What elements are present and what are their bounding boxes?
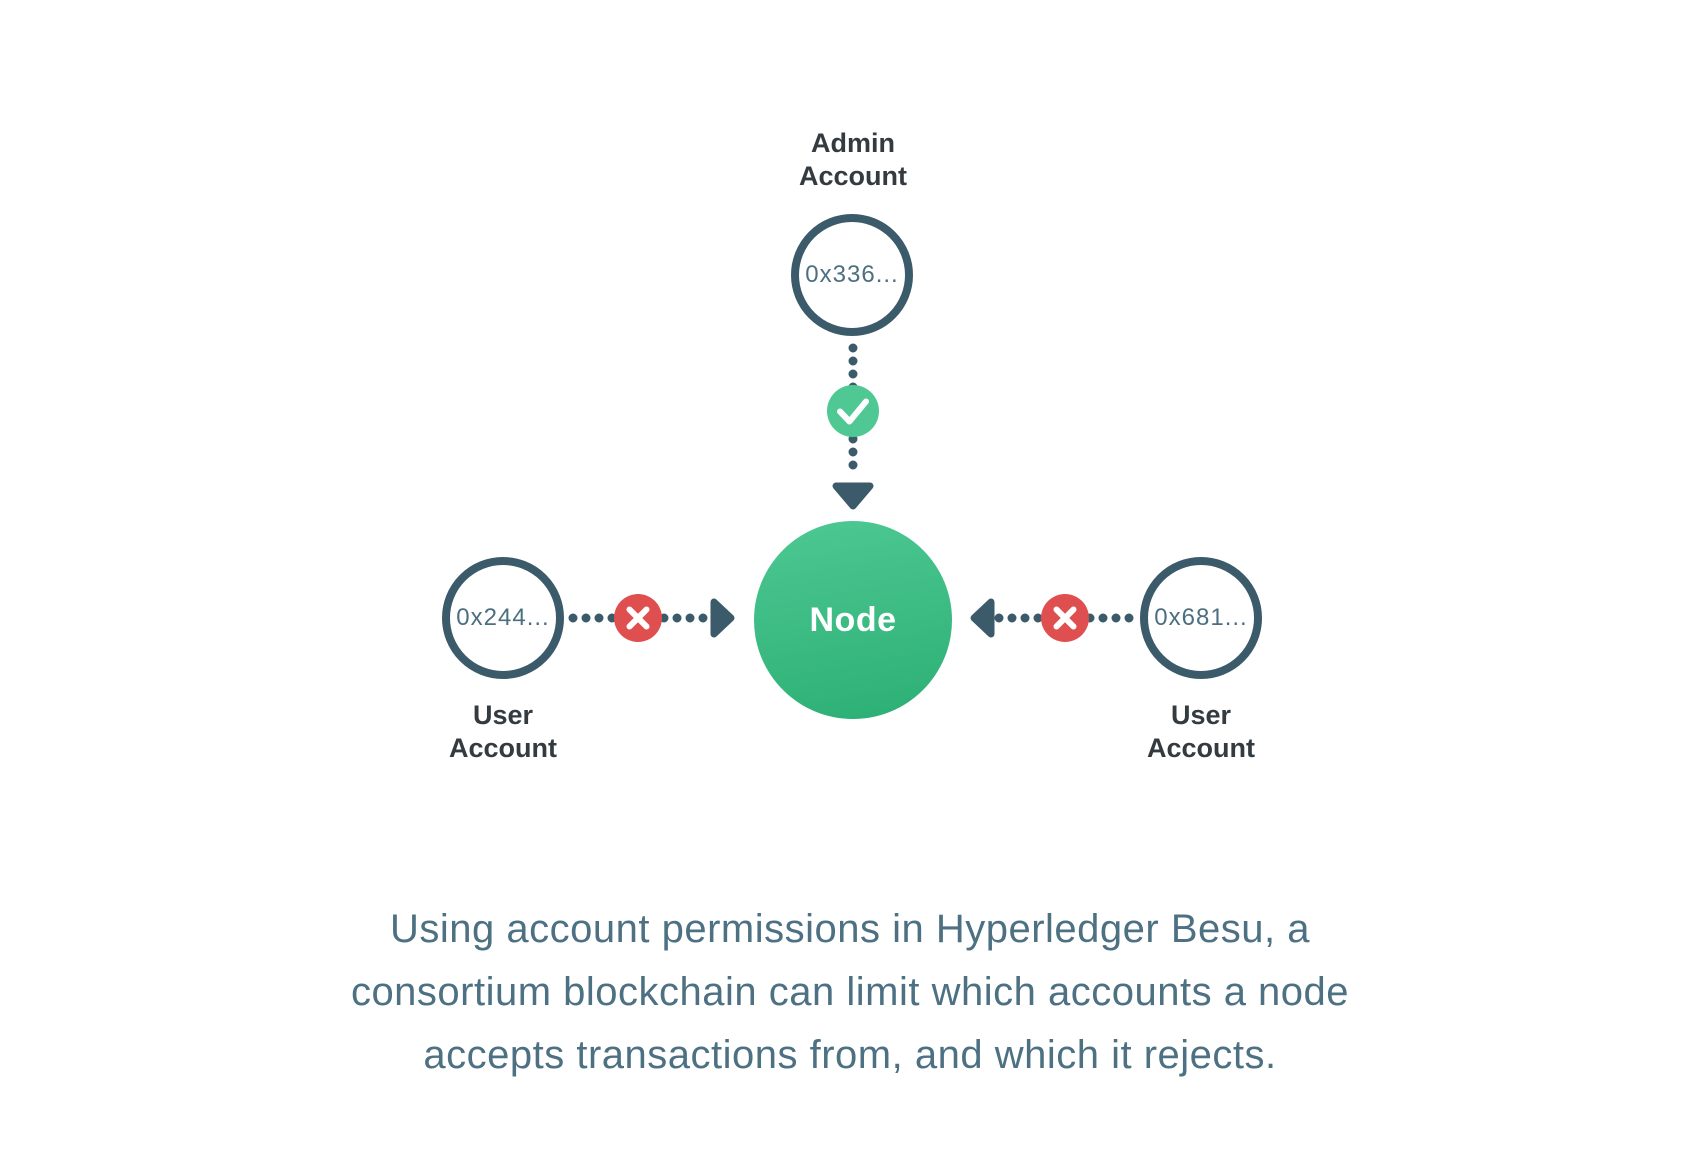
admin-account-address: 0x336... bbox=[805, 261, 899, 288]
caption-line3: accepts transactions from, and which it … bbox=[423, 1033, 1277, 1077]
caption-line1: Using account permissions in Hyperledger… bbox=[390, 907, 1310, 951]
user-account-right-label: User Account bbox=[1101, 699, 1301, 765]
user-account-left-address: 0x244... bbox=[456, 604, 550, 631]
check-icon bbox=[827, 385, 879, 437]
admin-account-circle: 0x336... bbox=[791, 214, 913, 336]
user-account-left-circle: 0x244... bbox=[442, 557, 564, 679]
user-account-left-label-line1: User bbox=[472, 700, 534, 730]
right-user-to-node-connector bbox=[970, 594, 1137, 642]
node-circle: Node bbox=[754, 521, 952, 719]
user-account-left-label: User Account bbox=[403, 699, 603, 765]
admin-to-node-connector bbox=[827, 343, 879, 510]
admin-account-label-line2: Account bbox=[799, 161, 907, 191]
caption-line2: consortium blockchain can limit which ac… bbox=[350, 970, 1350, 1014]
caption: Using account permissions in Hyperledger… bbox=[0, 898, 1700, 1087]
node-label: Node bbox=[809, 600, 897, 639]
arrowhead-left-icon bbox=[970, 598, 995, 638]
left-user-to-node-connector bbox=[568, 594, 735, 642]
user-account-right-address: 0x681... bbox=[1154, 604, 1248, 631]
admin-account-label-line1: Admin bbox=[811, 128, 895, 158]
admin-account-label: Admin Account bbox=[753, 127, 953, 193]
arrowhead-right-icon bbox=[710, 598, 735, 638]
user-account-right-label-line2: Account bbox=[1147, 733, 1255, 763]
user-account-right-label-line1: User bbox=[1170, 700, 1232, 730]
x-icon bbox=[614, 594, 662, 642]
x-icon bbox=[1041, 594, 1089, 642]
user-account-left-label-line2: Account bbox=[449, 733, 557, 763]
user-account-right-circle: 0x681... bbox=[1140, 557, 1262, 679]
arrowhead-down-icon bbox=[832, 482, 874, 510]
